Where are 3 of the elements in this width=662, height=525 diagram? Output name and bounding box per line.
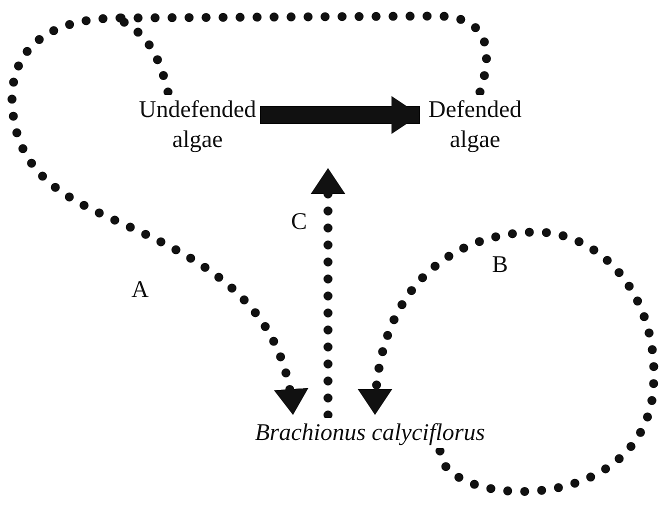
dotted-arrow xyxy=(358,228,658,496)
arrow xyxy=(260,96,420,134)
species-name: Brachionus calyciflorus xyxy=(255,418,485,448)
